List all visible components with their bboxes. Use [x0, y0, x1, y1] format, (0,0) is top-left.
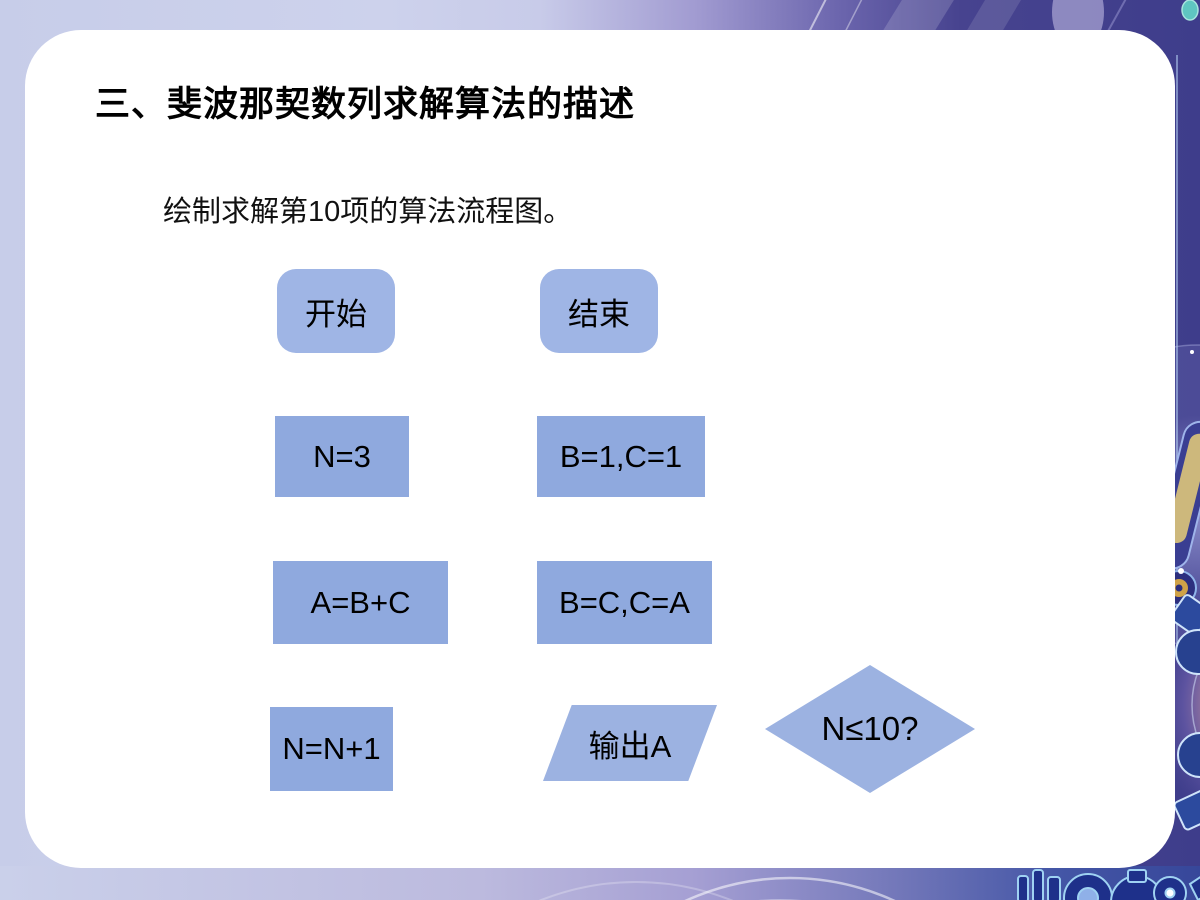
teal-dot [1181, 0, 1199, 21]
node-label: N≤10? [821, 710, 919, 747]
flowchart-node-init-n: N=3 [275, 416, 409, 497]
node-label: B=C,C=A [559, 584, 690, 620]
node-label: 输出A [588, 728, 672, 764]
node-label: A=B+C [310, 584, 411, 620]
flowchart-node-start: 开始 [277, 269, 395, 353]
flowchart-node-increment: N=N+1 [270, 707, 393, 791]
flowchart-node-end: 结束 [540, 269, 658, 353]
node-label: N=N+1 [282, 731, 381, 766]
node-label: N=3 [313, 438, 371, 474]
slide-subtitle: 绘制求解第10项的算法流程图。 [163, 196, 573, 228]
node-label: 结束 [568, 296, 630, 332]
flowchart-node-init-bc: B=1,C=1 [537, 416, 705, 497]
flowchart-node-compute-a: A=B+C [273, 561, 448, 644]
slide-title: 三、斐波那契数列求解算法的描述 [95, 85, 636, 124]
flowchart-node-output-a: 输出A [543, 705, 717, 781]
node-label: 开始 [305, 296, 367, 332]
node-label: B=1,C=1 [559, 438, 683, 474]
bottom-band [0, 866, 1200, 900]
flowchart-node-shift-bc: B=C,C=A [537, 561, 712, 644]
